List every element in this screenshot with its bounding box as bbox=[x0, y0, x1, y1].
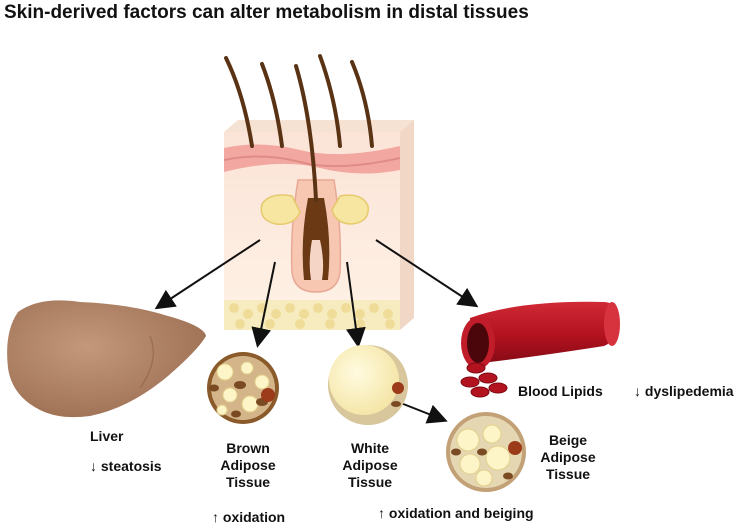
liver-label: Liver bbox=[90, 428, 124, 444]
white-adipose-label-line3: Tissue bbox=[347, 474, 393, 490]
beige-adipose-label: Beige Adipose Tissue bbox=[528, 432, 608, 483]
brown-adipose-label: Brown Adipose Tissue bbox=[208, 440, 288, 491]
brown-adipose-label-line2: Adipose bbox=[220, 457, 276, 473]
brown-adipose-effect-label: ↑ oxidation bbox=[212, 509, 286, 525]
white-adipose-label-line2: Adipose bbox=[342, 457, 398, 473]
brown-adipose-label-line1: Brown bbox=[226, 440, 270, 456]
beige-adipose-label-line1: Beige bbox=[548, 432, 588, 448]
liver-illustration bbox=[7, 300, 206, 418]
white-adipose-label: White Adipose Tissue bbox=[330, 440, 410, 491]
brown-adipocyte bbox=[207, 352, 279, 424]
arrow-to-blood-vessel bbox=[375, 239, 479, 308]
white-adipocyte bbox=[328, 345, 408, 425]
skin-cross-section bbox=[223, 54, 414, 330]
page-title: Skin-derived factors can alter metabolis… bbox=[4, 2, 529, 23]
beige-adipose-label-line3: Tissue bbox=[545, 466, 591, 482]
beige-adipose-label-line2: Adipose bbox=[540, 449, 596, 465]
arrow-to-white-adipose bbox=[345, 261, 366, 348]
arrow-to-liver bbox=[154, 239, 261, 310]
white-adipose-label-line1: White bbox=[350, 440, 390, 456]
white-adipose-effect-label: ↑ oxidation and beiging bbox=[378, 505, 534, 521]
beige-adipocyte bbox=[446, 412, 526, 492]
liver-effect-label: ↓ steatosis bbox=[90, 458, 162, 474]
blood-lipids-effect-label: ↓ dyslipedemia bbox=[634, 383, 734, 399]
blood-vessel bbox=[460, 301, 620, 398]
blood-lipids-label: Blood Lipids bbox=[518, 383, 603, 399]
arrow-to-brown-adipose bbox=[251, 261, 276, 348]
brown-adipose-label-line3: Tissue bbox=[225, 474, 271, 490]
